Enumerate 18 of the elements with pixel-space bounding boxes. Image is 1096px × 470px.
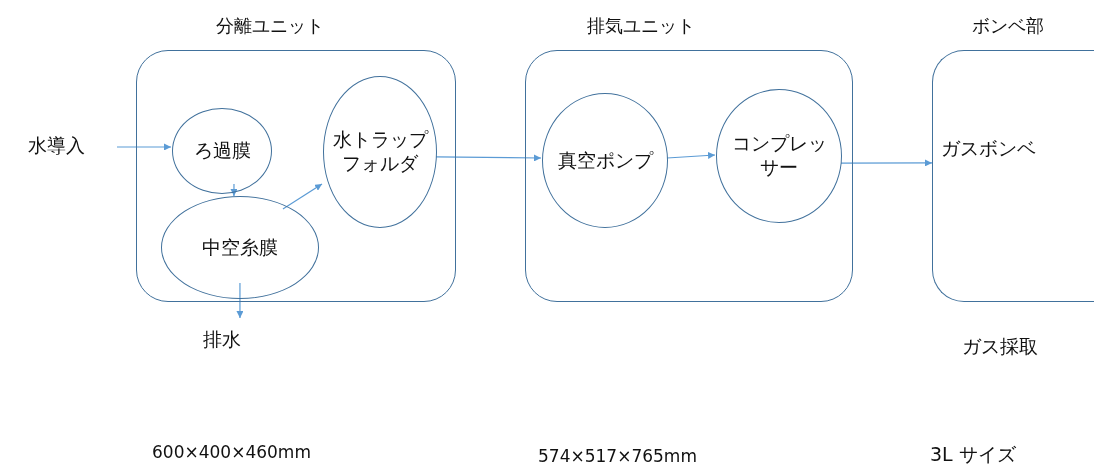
arrow: [116, 143, 172, 151]
arrow: [230, 183, 238, 197]
dimension-label: 3L サイズ: [930, 442, 1016, 467]
unit-heading: 排気ユニット: [587, 14, 695, 38]
arrow: [840, 159, 933, 167]
component-label: ガスボンベ: [941, 136, 1036, 161]
unit-heading: ボンベ部: [972, 14, 1044, 38]
arrow: [236, 282, 244, 319]
unit-heading: 分離ユニット: [216, 14, 324, 38]
dimension-label: 600×400×460mm: [152, 442, 311, 462]
flow-label: 排水: [203, 327, 241, 353]
component-ellipse: 中空糸膜: [161, 196, 319, 299]
arrow: [282, 183, 323, 210]
dimension-label: 574×517×765mm: [538, 446, 697, 466]
flow-label: 水導入: [28, 133, 85, 159]
arrow: [666, 151, 716, 159]
note-label: ガス採取: [962, 334, 1038, 359]
arrow: [435, 154, 542, 162]
